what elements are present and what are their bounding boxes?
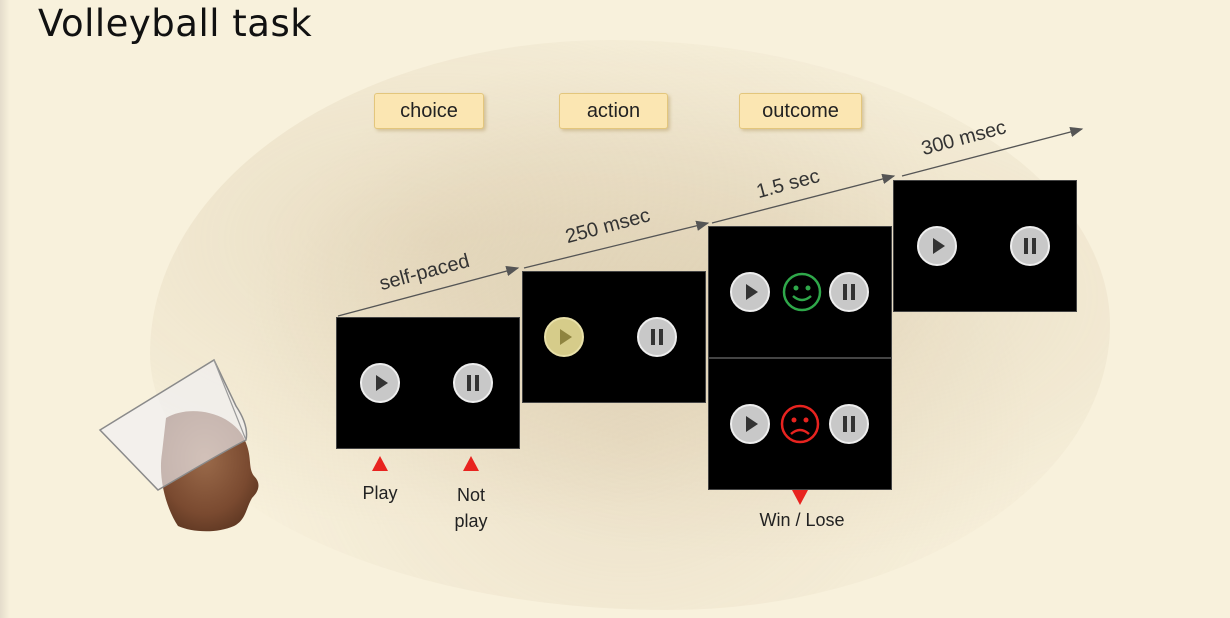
screen-action: [523, 272, 705, 402]
slide-title: Volleyball task: [38, 2, 313, 45]
arrow-250-msec: [523, 220, 710, 269]
phase-label-outcome: outcome: [739, 93, 862, 129]
arrow-300-msec: [901, 126, 1084, 177]
left-edge-shade: [0, 0, 10, 618]
play-icon-selected: [544, 317, 584, 357]
label-play: Play: [362, 483, 398, 503]
play-icon: [730, 404, 770, 444]
pause-icon: [637, 317, 677, 357]
screen-choice: [337, 318, 519, 448]
pause-icon: [1010, 226, 1050, 266]
marker-outcome: [792, 490, 808, 505]
arrow-self-paced: [337, 265, 520, 317]
play-icon: [730, 272, 770, 312]
pause-icon: [829, 272, 869, 312]
label-win-lose: Win / Lose: [759, 510, 845, 530]
marker-play: [372, 456, 388, 471]
smiley-face-icon: [782, 272, 822, 312]
play-icon: [917, 226, 957, 266]
sad-face-icon: [780, 404, 820, 444]
head-with-cap-icon: [98, 358, 259, 532]
screen-inter-trial: [894, 181, 1076, 311]
screen-outcome-win: [709, 227, 891, 357]
pause-icon: [829, 404, 869, 444]
arrow-1-5-sec: [711, 173, 896, 224]
phase-label-action: action: [559, 93, 668, 129]
marker-not-play: [463, 456, 479, 471]
pause-icon: [453, 363, 493, 403]
phase-label-choice: choice: [374, 93, 484, 129]
play-icon: [360, 363, 400, 403]
screen-outcome-lose: [709, 359, 891, 489]
